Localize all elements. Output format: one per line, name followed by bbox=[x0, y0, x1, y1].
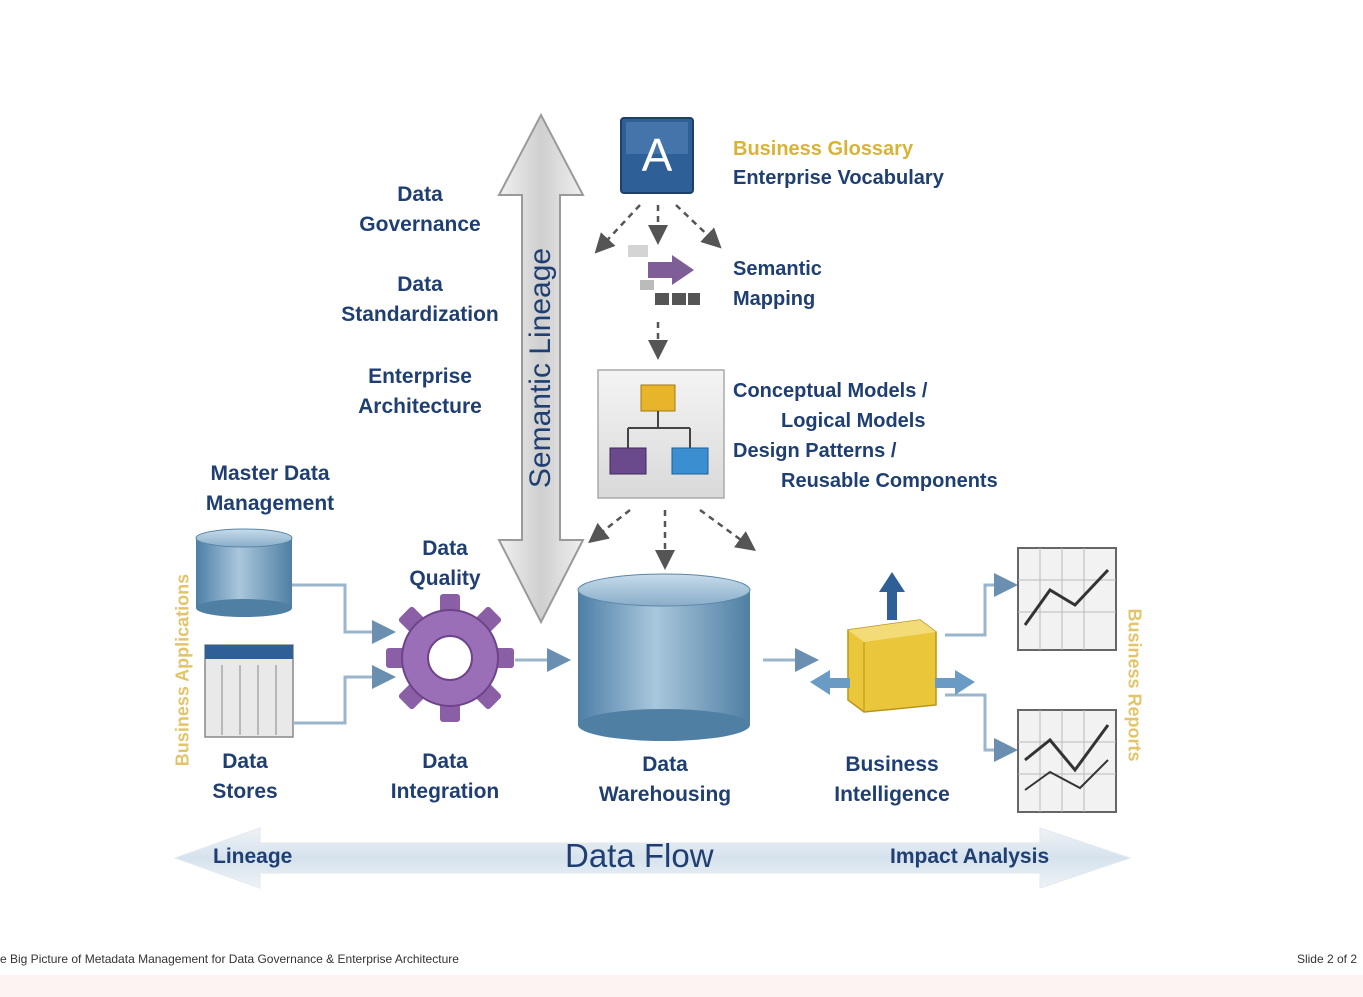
impact-analysis-label: Impact Analysis bbox=[890, 845, 1050, 868]
business-reports-label: Business Reports bbox=[1124, 608, 1145, 762]
master-data-cylinder bbox=[195, 528, 293, 617]
glossary-a-icon bbox=[620, 117, 694, 194]
data-stores-table-icon bbox=[204, 644, 294, 738]
conceptual-models-label: Conceptual Models / bbox=[733, 380, 928, 402]
business-applications-label: Business Applications bbox=[172, 573, 193, 767]
data-warehouse-cylinder bbox=[577, 573, 751, 741]
data-stores-label: Data Stores bbox=[212, 750, 278, 803]
enterprise-vocabulary-label: Enterprise Vocabulary bbox=[733, 167, 944, 189]
data-governance-label: Data Governance bbox=[359, 183, 481, 236]
model-dashed-arrows bbox=[588, 508, 757, 570]
glossary-dashed-arrows bbox=[594, 204, 722, 360]
data-standardization-label: Data Standardization bbox=[341, 273, 499, 326]
lineage-label: Lineage bbox=[213, 845, 293, 868]
business-intelligence-label: Business Intelligence bbox=[834, 753, 950, 806]
glossary-letter: A bbox=[641, 129, 673, 181]
business-report-chart-icon bbox=[1017, 709, 1117, 813]
logical-models-label: Logical Models bbox=[781, 410, 926, 432]
slide-counter: Slide 2 of 2 bbox=[1296, 952, 1357, 966]
data-flow-arrow bbox=[173, 827, 1132, 889]
store-connectors bbox=[292, 573, 1018, 762]
reusable-components-label: Reusable Components bbox=[781, 470, 998, 492]
data-flow-label: Data Flow bbox=[565, 837, 714, 874]
semantic-lineage-arrow bbox=[497, 112, 585, 625]
semantic-mapping-icon bbox=[628, 245, 700, 305]
conceptual-models-icon bbox=[597, 369, 725, 499]
data-quality-label: Data Quality bbox=[409, 537, 481, 590]
business-report-chart-icon bbox=[1017, 547, 1117, 651]
data-warehousing-label: Data Warehousing bbox=[598, 753, 732, 806]
semantic-mapping-label: Semantic Mapping bbox=[733, 258, 822, 310]
business-intelligence-cube-icon bbox=[810, 572, 975, 713]
master-data-management-label: Master Data Management bbox=[205, 462, 335, 515]
bottom-band bbox=[0, 975, 1363, 997]
enterprise-architecture-label: Enterprise Architecture bbox=[358, 365, 482, 418]
semantic-lineage-label: Semantic Lineage bbox=[524, 247, 557, 489]
footer-caption: e Big Picture of Metadata Management for… bbox=[0, 952, 459, 966]
design-patterns-label: Design Patterns / bbox=[733, 440, 897, 462]
business-glossary-label: Business Glossary bbox=[733, 138, 914, 160]
data-integration-label: Data Integration bbox=[390, 750, 500, 803]
data-quality-gear-icon bbox=[386, 594, 514, 722]
